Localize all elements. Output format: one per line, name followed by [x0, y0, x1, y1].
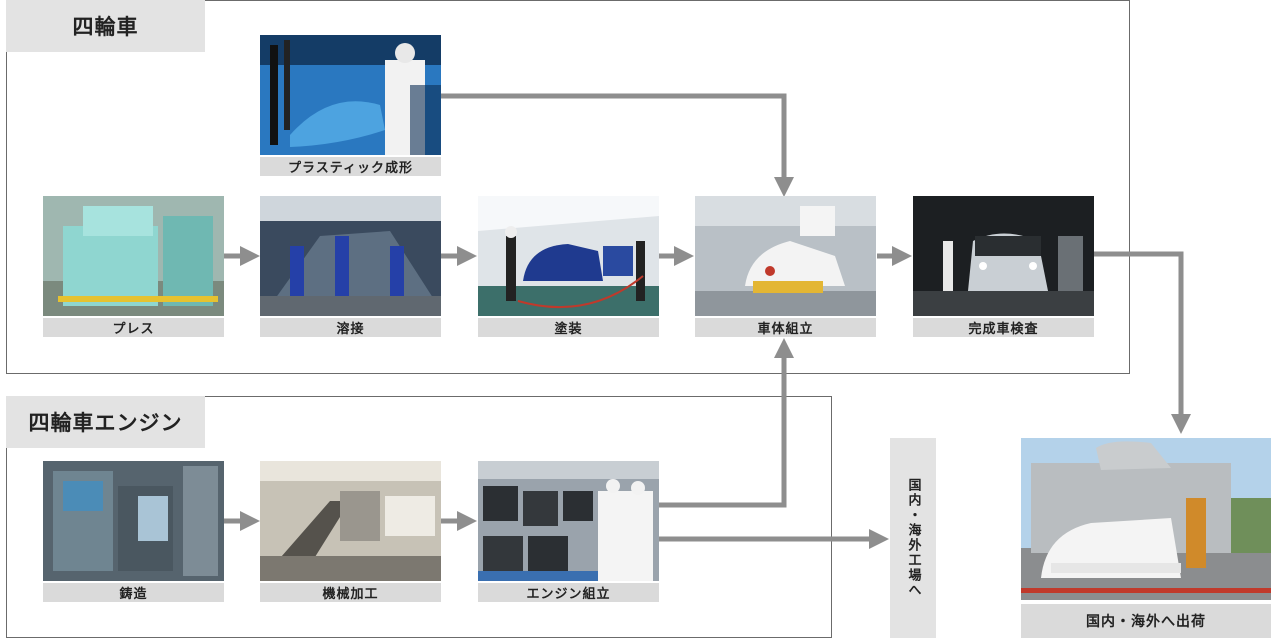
plastic-molding-photo	[260, 35, 441, 155]
shipping-photo	[1021, 438, 1271, 600]
engine-assembly-label: エンジン組立	[478, 583, 659, 602]
press-label: プレス	[43, 318, 224, 337]
casting-photo	[43, 461, 224, 581]
inspection-photo	[913, 196, 1094, 316]
overseas-plants-label: 国内・海外工場へ	[890, 438, 936, 638]
machining-label: 機械加工	[260, 583, 441, 602]
engine-assembly-photo	[478, 461, 659, 581]
plastic-molding-label: プラスティック成形	[260, 157, 441, 176]
car-section-title: 四輪車	[6, 0, 205, 52]
painting-label: 塗装	[478, 318, 659, 337]
engine-section-title: 四輪車エンジン	[6, 396, 205, 448]
arrow-plastic-to-assembly	[441, 93, 794, 197]
welding-label: 溶接	[260, 318, 441, 337]
machining-photo	[260, 461, 441, 581]
inspection-label: 完成車検査	[913, 318, 1094, 337]
arrow-engine-to-assembly	[659, 338, 794, 508]
welding-photo	[260, 196, 441, 316]
casting-label: 鋳造	[43, 583, 224, 602]
arrow-inspection-to-shipping	[1094, 251, 1191, 434]
body-assembly-label: 車体組立	[695, 318, 876, 337]
body-assembly-photo	[695, 196, 876, 316]
painting-photo	[478, 196, 659, 316]
press-photo	[43, 196, 224, 316]
shipping-label: 国内・海外へ出荷	[1021, 604, 1271, 638]
